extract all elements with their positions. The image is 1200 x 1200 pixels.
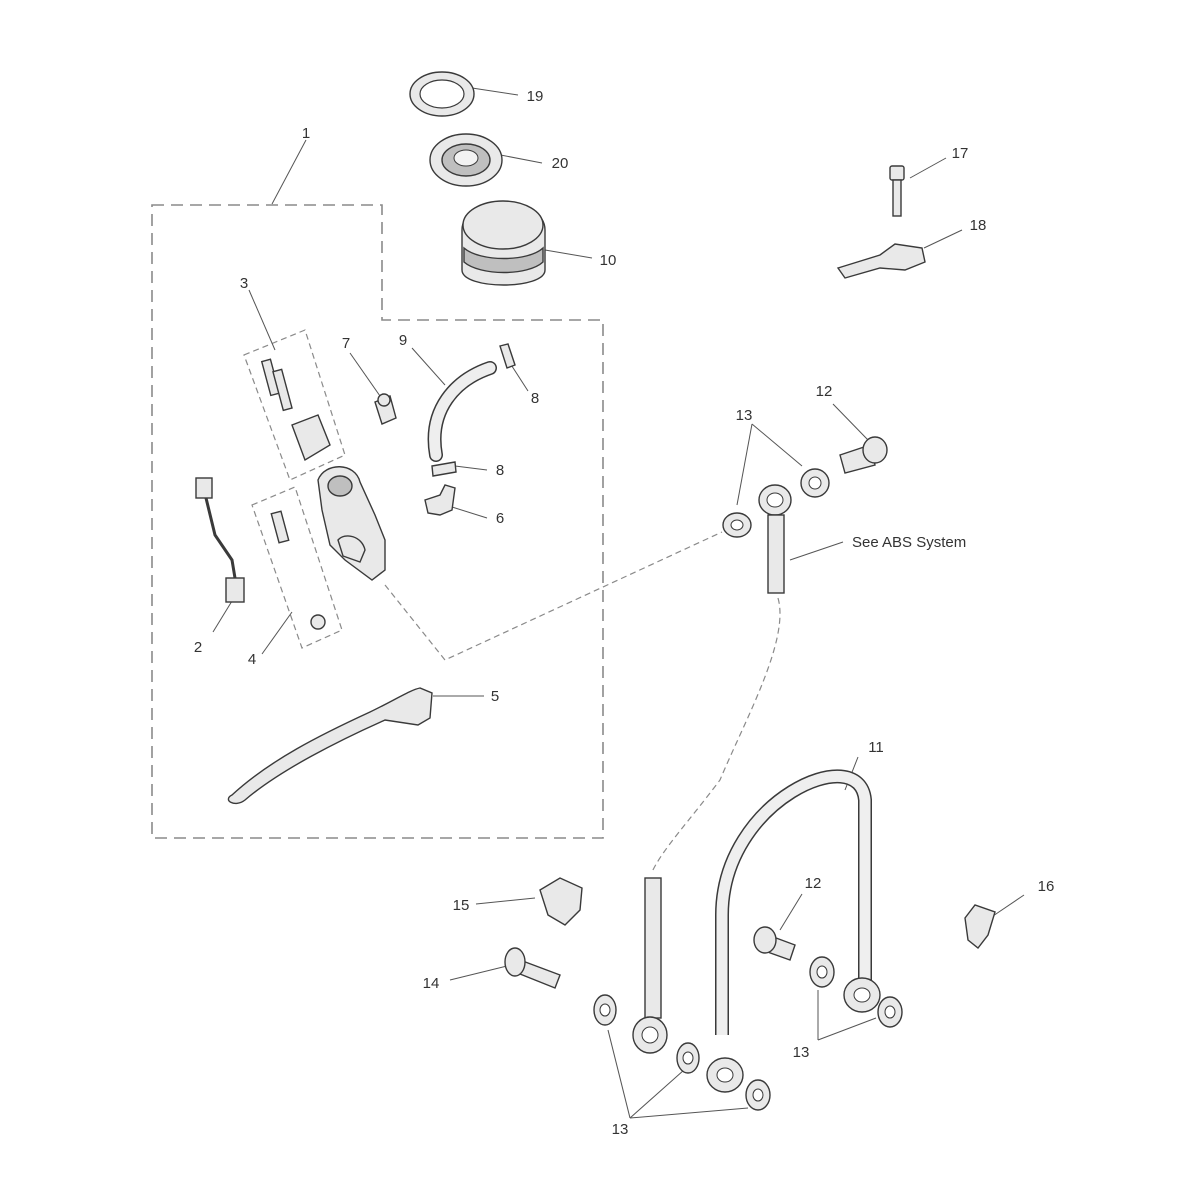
brake-lever-5 — [227, 687, 433, 804]
seal-ring-19 — [409, 71, 475, 117]
hose-guide-15 — [539, 877, 583, 926]
bracket-18 — [836, 243, 926, 279]
assembly-1-boundary — [151, 204, 604, 839]
pivot-parts-4 — [270, 510, 326, 630]
brake-hose-11 — [706, 769, 881, 1093]
callout-10: 10 — [600, 252, 617, 269]
callout-17: 17 — [952, 145, 969, 162]
callout-16: 16 — [1038, 878, 1055, 895]
hose-clip-8-lower — [431, 461, 457, 477]
callout-5: 5 — [491, 688, 499, 705]
callout-15: 15 — [453, 897, 470, 914]
see-abs-system-label: See ABS System — [852, 534, 966, 551]
callout-1: 1 — [302, 125, 310, 142]
bolt-14 — [504, 947, 561, 989]
callout-8-upper: 8 — [531, 390, 539, 407]
callout-8-lower: 8 — [496, 462, 504, 479]
callout-19: 19 — [527, 88, 544, 105]
callout-13-bottom: 13 — [612, 1121, 629, 1138]
callout-20: 20 — [552, 155, 569, 172]
clamp-screws-3 — [260, 358, 331, 462]
bleed-nipple-7 — [374, 393, 397, 425]
hose-path-upper — [384, 531, 723, 661]
leader-lines — [212, 87, 1025, 1119]
subkit-4-boundary — [251, 486, 343, 649]
brake-switch-2 — [195, 477, 245, 603]
banjo-bolt-12-upper — [839, 436, 888, 474]
callout-13-right: 13 — [793, 1044, 810, 1061]
hose-path-lower — [651, 597, 781, 873]
callout-12-lower: 12 — [805, 875, 822, 892]
subkit-3-boundary — [243, 329, 346, 481]
callout-12-upper: 12 — [816, 383, 833, 400]
elbow-fitting-6 — [424, 484, 456, 516]
callout-11: 11 — [868, 739, 884, 756]
washers-13-lower — [593, 956, 903, 1111]
callout-labels: 1 2 3 4 5 6 7 8 8 9 10 11 12 12 13 13 13… — [194, 88, 1055, 1138]
callout-6: 6 — [496, 510, 504, 527]
banjo-bolt-12-lower — [753, 926, 796, 961]
master-cylinder-body — [317, 466, 386, 581]
reservoir-cap-10 — [461, 200, 546, 286]
callout-13-upper: 13 — [736, 407, 753, 424]
bolt-17 — [889, 165, 905, 217]
callout-7: 7 — [342, 335, 350, 352]
hose-lower-left — [632, 877, 668, 1054]
callout-18: 18 — [970, 217, 987, 234]
hose-clip-8-upper — [499, 343, 516, 369]
callout-2: 2 — [194, 639, 202, 656]
callout-3: 3 — [240, 275, 248, 292]
callout-14: 14 — [423, 975, 440, 992]
hose-guide-16 — [964, 904, 996, 949]
banjo-hose-upper — [758, 484, 792, 594]
diaphragm-20 — [429, 133, 503, 187]
callout-4: 4 — [248, 651, 256, 668]
callout-9: 9 — [399, 332, 407, 349]
